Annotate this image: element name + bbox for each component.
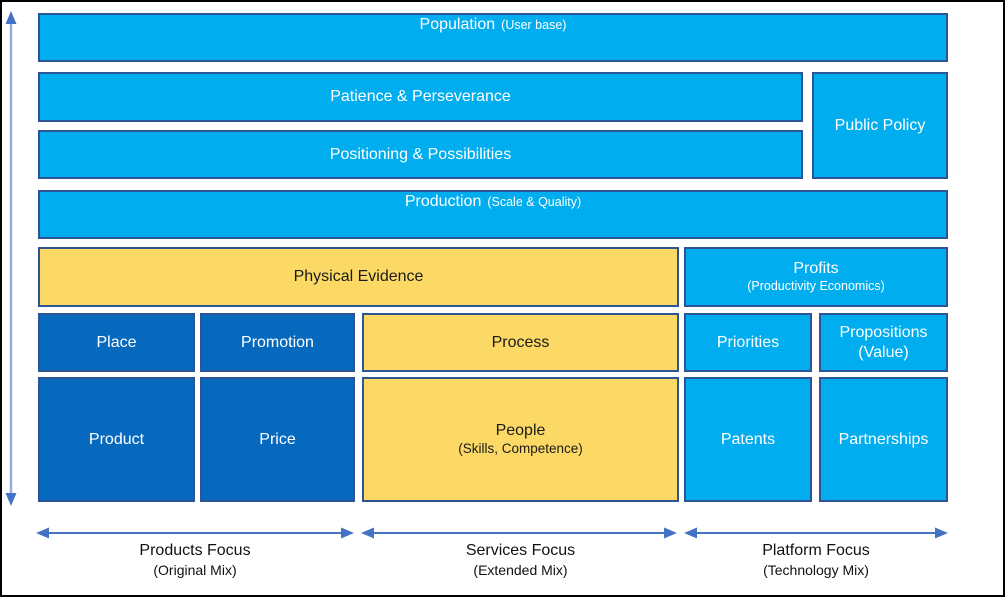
focus-platform-label: Platform Focus <box>762 542 870 559</box>
box-population: Population (User base) <box>38 13 948 62</box>
services-focus-arrow <box>361 527 677 539</box>
box-promotion: Promotion <box>200 313 355 372</box>
box-profits-sublabel: (Productivity Economics) <box>747 279 885 294</box>
box-positioning-possibilities: Positioning & Possibilities <box>38 130 803 179</box>
products-focus-arrow <box>36 527 354 539</box>
focus-products: Products Focus (Original Mix) <box>36 542 354 578</box>
focus-services-sublabel: (Extended Mix) <box>473 562 568 578</box>
box-patents-label: Patents <box>720 430 776 448</box>
box-process-label: Process <box>491 333 550 351</box>
vertical-scale-arrow <box>5 11 17 506</box>
box-production-label: Production <box>404 193 482 210</box>
box-propositions-sublabel: (Value) <box>858 343 909 361</box>
box-propositions: Propositions (Value) <box>819 313 948 372</box>
box-process: Process <box>362 313 679 372</box>
focus-services-label: Services Focus <box>465 542 576 559</box>
box-people-sublabel: (Skills, Competence) <box>458 441 583 457</box>
box-patents: Patents <box>684 377 812 502</box>
box-production: Production (Scale & Quality) <box>38 190 948 239</box>
box-public-policy-label: Public Policy <box>834 116 926 134</box>
box-physical-evidence-label: Physical Evidence <box>293 268 424 285</box>
box-price-label: Price <box>259 430 296 448</box>
focus-products-sublabel: (Original Mix) <box>153 562 237 578</box>
box-positioning-label: Positioning & Possibilities <box>329 145 512 163</box>
box-product-label: Product <box>88 430 145 448</box>
box-priorities: Priorities <box>684 313 812 372</box>
box-public-policy: Public Policy <box>812 72 948 179</box>
platform-focus-arrow <box>684 527 948 539</box>
box-profits: Profits (Productivity Economics) <box>684 247 948 307</box>
box-physical-evidence: Physical Evidence <box>38 247 679 307</box>
box-patience-perseverance: Patience & Perseverance <box>38 72 803 122</box>
box-production-sublabel: (Scale & Quality) <box>487 195 582 209</box>
box-people: People (Skills, Competence) <box>362 377 679 502</box>
box-partnerships-label: Partnerships <box>838 430 929 448</box>
box-price: Price <box>200 377 355 502</box>
box-partnerships: Partnerships <box>819 377 948 502</box>
box-people-label: People <box>495 422 546 440</box>
box-place: Place <box>38 313 195 372</box>
box-priorities-label: Priorities <box>716 333 780 351</box>
box-propositions-label: Propositions <box>839 323 928 341</box>
focus-platform-sublabel: (Technology Mix) <box>763 562 869 578</box>
box-promotion-label: Promotion <box>241 333 314 351</box>
box-population-label: Population <box>419 16 496 33</box>
box-patience-label: Patience & Perseverance <box>330 88 511 105</box>
focus-services: Services Focus (Extended Mix) <box>362 542 679 578</box>
box-population-sublabel: (User base) <box>501 18 567 32</box>
box-place-label: Place <box>96 333 137 351</box>
focus-platform: Platform Focus (Technology Mix) <box>684 542 948 578</box>
box-product: Product <box>38 377 195 502</box>
focus-products-label: Products Focus <box>139 542 251 559</box>
box-profits-label: Profits <box>793 260 839 278</box>
